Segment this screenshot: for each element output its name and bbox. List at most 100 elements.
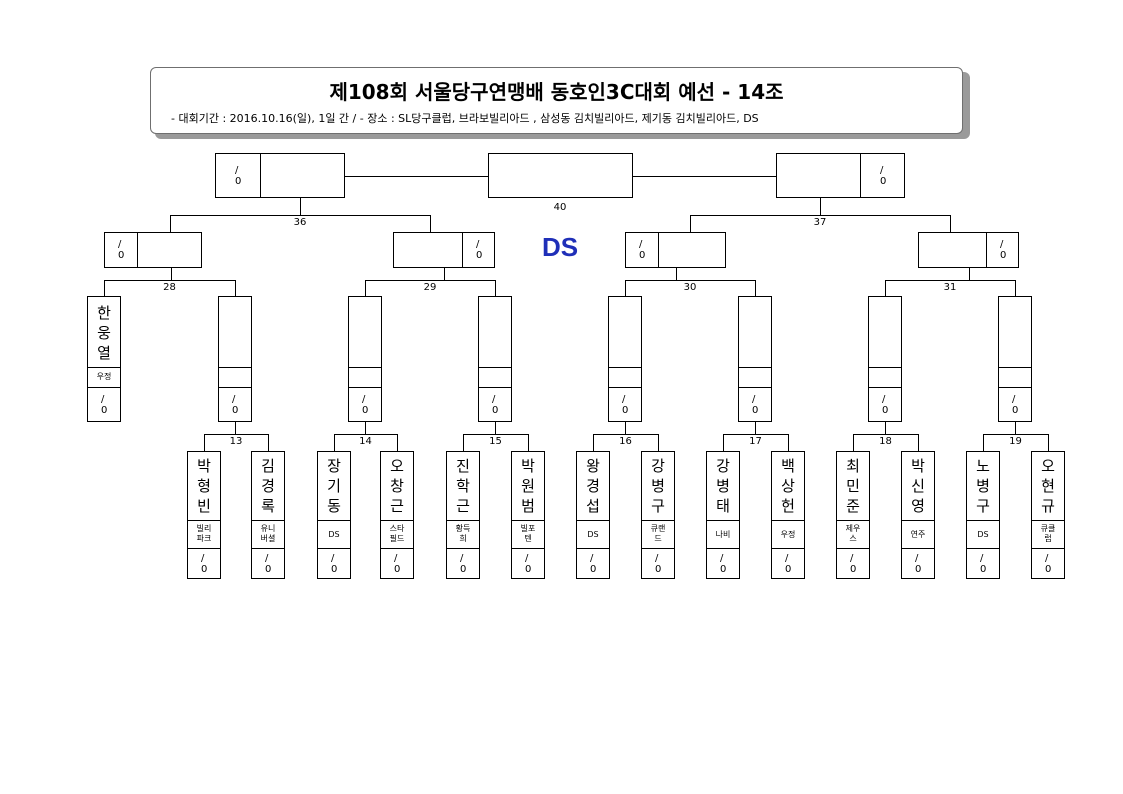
score-cell[interactable]: /0 <box>105 233 137 267</box>
score-value: 0 <box>265 564 272 575</box>
final-left-slot[interactable]: /0 <box>215 153 345 198</box>
divider <box>999 387 1031 388</box>
divider <box>967 548 999 549</box>
winner-slot[interactable]: /0 <box>738 296 772 422</box>
bracket-line <box>170 215 171 233</box>
divider <box>902 520 934 521</box>
score-slash: / <box>785 553 789 564</box>
score-value: 0 <box>394 564 401 575</box>
score-cell[interactable]: /0 <box>349 388 381 421</box>
match-number: 29 <box>423 282 437 293</box>
score-cell[interactable]: /0 <box>577 549 609 579</box>
score-cell[interactable]: /0 <box>88 388 120 421</box>
player-name: 진학근 <box>456 457 470 515</box>
score-cell[interactable]: /0 <box>987 233 1019 267</box>
club-cell: 연주 <box>902 521 934 548</box>
score-cell[interactable]: /0 <box>707 549 739 579</box>
score-cell[interactable]: /0 <box>479 388 511 421</box>
winner-slot[interactable]: /0 <box>998 296 1032 422</box>
score-cell[interactable]: /0 <box>318 549 350 579</box>
score-cell[interactable]: /0 <box>772 549 804 579</box>
score-cell[interactable]: /0 <box>447 549 479 579</box>
score-value: 0 <box>235 176 242 187</box>
final-center-slot[interactable] <box>488 153 633 198</box>
score-cell[interactable]: /0 <box>739 388 771 421</box>
club-cell: 빌포 텐 <box>512 521 544 548</box>
score-value: 0 <box>201 564 208 575</box>
player-name: 강병태 <box>716 457 730 515</box>
score-cell[interactable]: /0 <box>999 388 1031 421</box>
score-cell[interactable]: /0 <box>837 549 869 579</box>
score-cell[interactable]: /0 <box>902 549 934 579</box>
divider <box>252 520 284 521</box>
score-cell[interactable]: /0 <box>869 388 901 421</box>
divider <box>772 548 804 549</box>
score-value: 0 <box>622 405 629 416</box>
winner-slot[interactable]: /0 <box>868 296 902 422</box>
score-slash: / <box>460 553 464 564</box>
score-cell[interactable]: /0 <box>463 233 495 267</box>
score-cell[interactable]: /0 <box>512 549 544 579</box>
score-slash: / <box>265 553 269 564</box>
winner-slot[interactable]: /0 <box>478 296 512 422</box>
score-cell[interactable]: /0 <box>252 549 284 579</box>
score-slash: / <box>1045 553 1049 564</box>
divider <box>999 367 1031 368</box>
bracket-line <box>365 422 366 435</box>
semifinal-slot[interactable]: /0 <box>393 232 495 268</box>
semifinal-slot[interactable]: /0 <box>918 232 1019 268</box>
bracket-line <box>334 434 335 452</box>
semifinal-slot[interactable]: /0 <box>625 232 726 268</box>
header-box: 제108회 서울당구연맹배 동호인3C대회 예선 - 14조 - 대회기간 : … <box>150 67 963 134</box>
score-cell[interactable]: /0 <box>381 549 413 579</box>
final-right-slot[interactable]: /0 <box>776 153 905 198</box>
score-cell[interactable]: /0 <box>642 549 674 579</box>
score-value: 0 <box>331 564 338 575</box>
bracket-line <box>853 434 919 435</box>
divider <box>137 233 138 267</box>
score-cell[interactable]: /0 <box>861 154 904 197</box>
semifinal-slot[interactable]: /0 <box>104 232 202 268</box>
score-cell[interactable]: /0 <box>188 549 220 579</box>
divider <box>318 548 350 549</box>
score-cell[interactable]: /0 <box>216 154 260 197</box>
score-cell[interactable]: /0 <box>609 388 641 421</box>
bracket-line <box>463 434 529 435</box>
bracket-line <box>104 280 236 281</box>
bracket-line <box>334 434 398 435</box>
player-name: 백상헌 <box>781 457 795 515</box>
divider <box>837 548 869 549</box>
divider <box>658 233 659 267</box>
bracket-line <box>690 215 691 233</box>
winner-slot[interactable]: /0 <box>608 296 642 422</box>
winner-slot[interactable]: /0 <box>218 296 252 422</box>
score-cell[interactable]: /0 <box>219 388 251 421</box>
player-name-cell: 최민준 <box>837 452 869 520</box>
club-cell: 황득 희 <box>447 521 479 548</box>
score-slash: / <box>639 239 643 250</box>
winner-slot[interactable]: /0 <box>348 296 382 422</box>
bracket-line <box>950 215 951 233</box>
bracket-line <box>300 198 301 216</box>
score-cell[interactable]: /0 <box>1032 549 1064 579</box>
score-slash: / <box>331 553 335 564</box>
score-cell[interactable]: /0 <box>967 549 999 579</box>
score-cell[interactable]: /0 <box>626 233 658 267</box>
bracket-line <box>853 434 854 452</box>
